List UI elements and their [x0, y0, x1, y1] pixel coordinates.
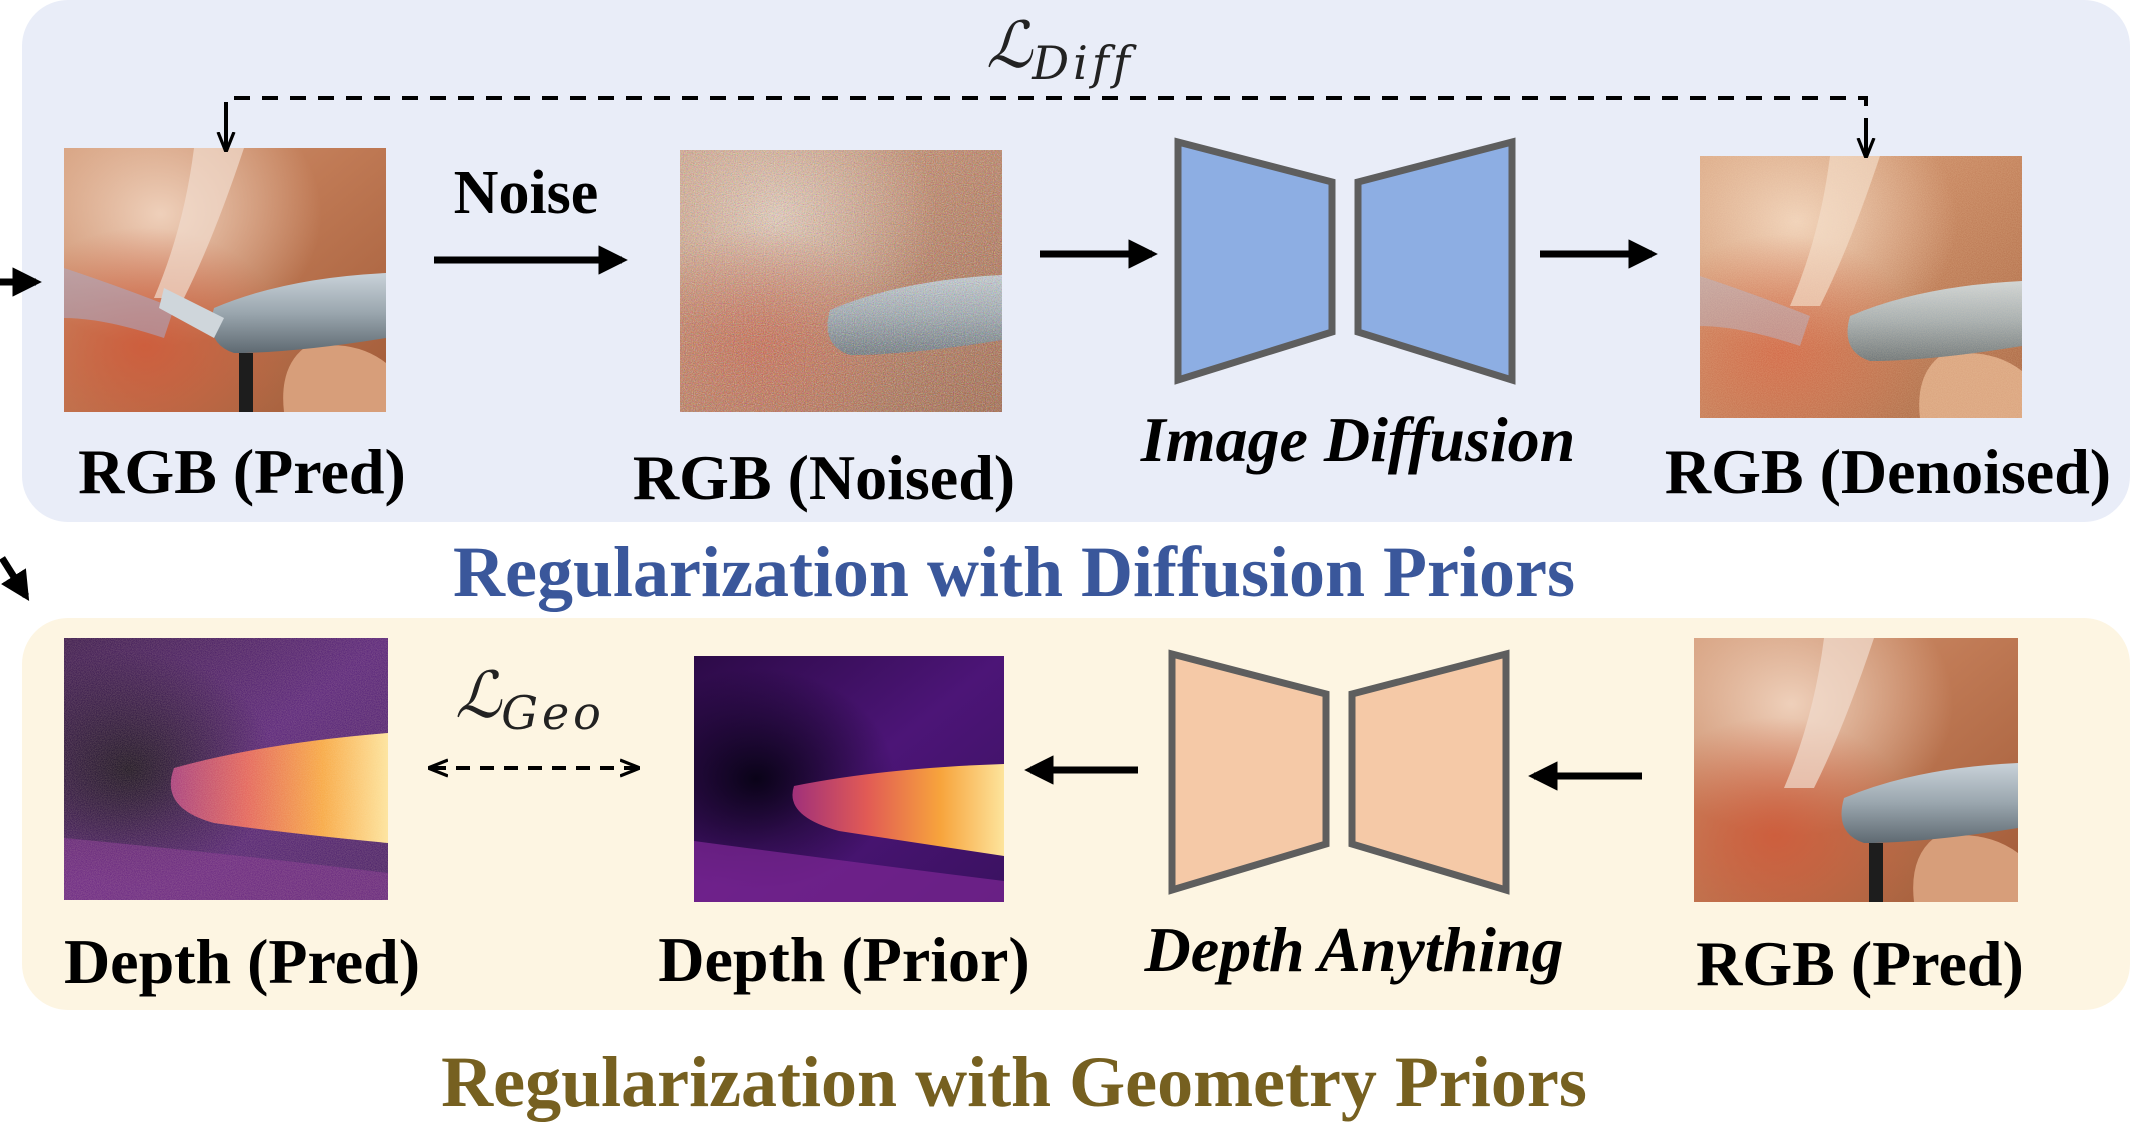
diff-loss-dashed-loop	[224, 96, 1868, 150]
rgb-denoised-label: RGB (Denoised)	[1664, 436, 2112, 507]
depth-prior-label: Depth (Prior)	[658, 924, 1030, 995]
diff-loss-symbol: ℒ	[986, 9, 1033, 83]
rgb-pred-image	[64, 148, 386, 412]
diff-loss-label: ℒDiff	[986, 14, 1134, 86]
incoming-arrow-bottom	[0, 556, 30, 601]
geometry-section-title: Regularization with Geometry Priors	[441, 1042, 1587, 1122]
rgb-noised-image	[680, 150, 1002, 412]
depth-anything-model-icon	[1168, 649, 1510, 895]
geo-loss-label: ℒGeo	[455, 664, 605, 736]
depth-pred-image	[64, 638, 388, 900]
image-diffusion-label: Image Diffusion	[1140, 404, 1576, 475]
depth-prior-image	[694, 656, 1004, 902]
noise-label: Noise	[453, 159, 599, 227]
diff-loss-subscript: Diff	[1032, 36, 1134, 90]
rgb-pred-input-image	[1694, 638, 2018, 902]
geo-loss-subscript: Geo	[501, 686, 605, 740]
depth-pred-label: Depth (Pred)	[63, 926, 421, 997]
geo-loss-symbol: ℒ	[455, 659, 502, 733]
diffusion-section-title: Regularization with Diffusion Priors	[453, 532, 1575, 612]
depth-anything-label: Depth Anything	[1144, 914, 1564, 985]
image-diffusion-model-icon	[1174, 137, 1516, 385]
rgb-noised-label: RGB (Noised)	[632, 442, 1016, 513]
rgb-pred-input-label: RGB (Pred)	[1696, 928, 2024, 999]
rgb-denoised-image	[1700, 156, 2022, 418]
rgb-pred-label: RGB (Pred)	[78, 436, 406, 507]
